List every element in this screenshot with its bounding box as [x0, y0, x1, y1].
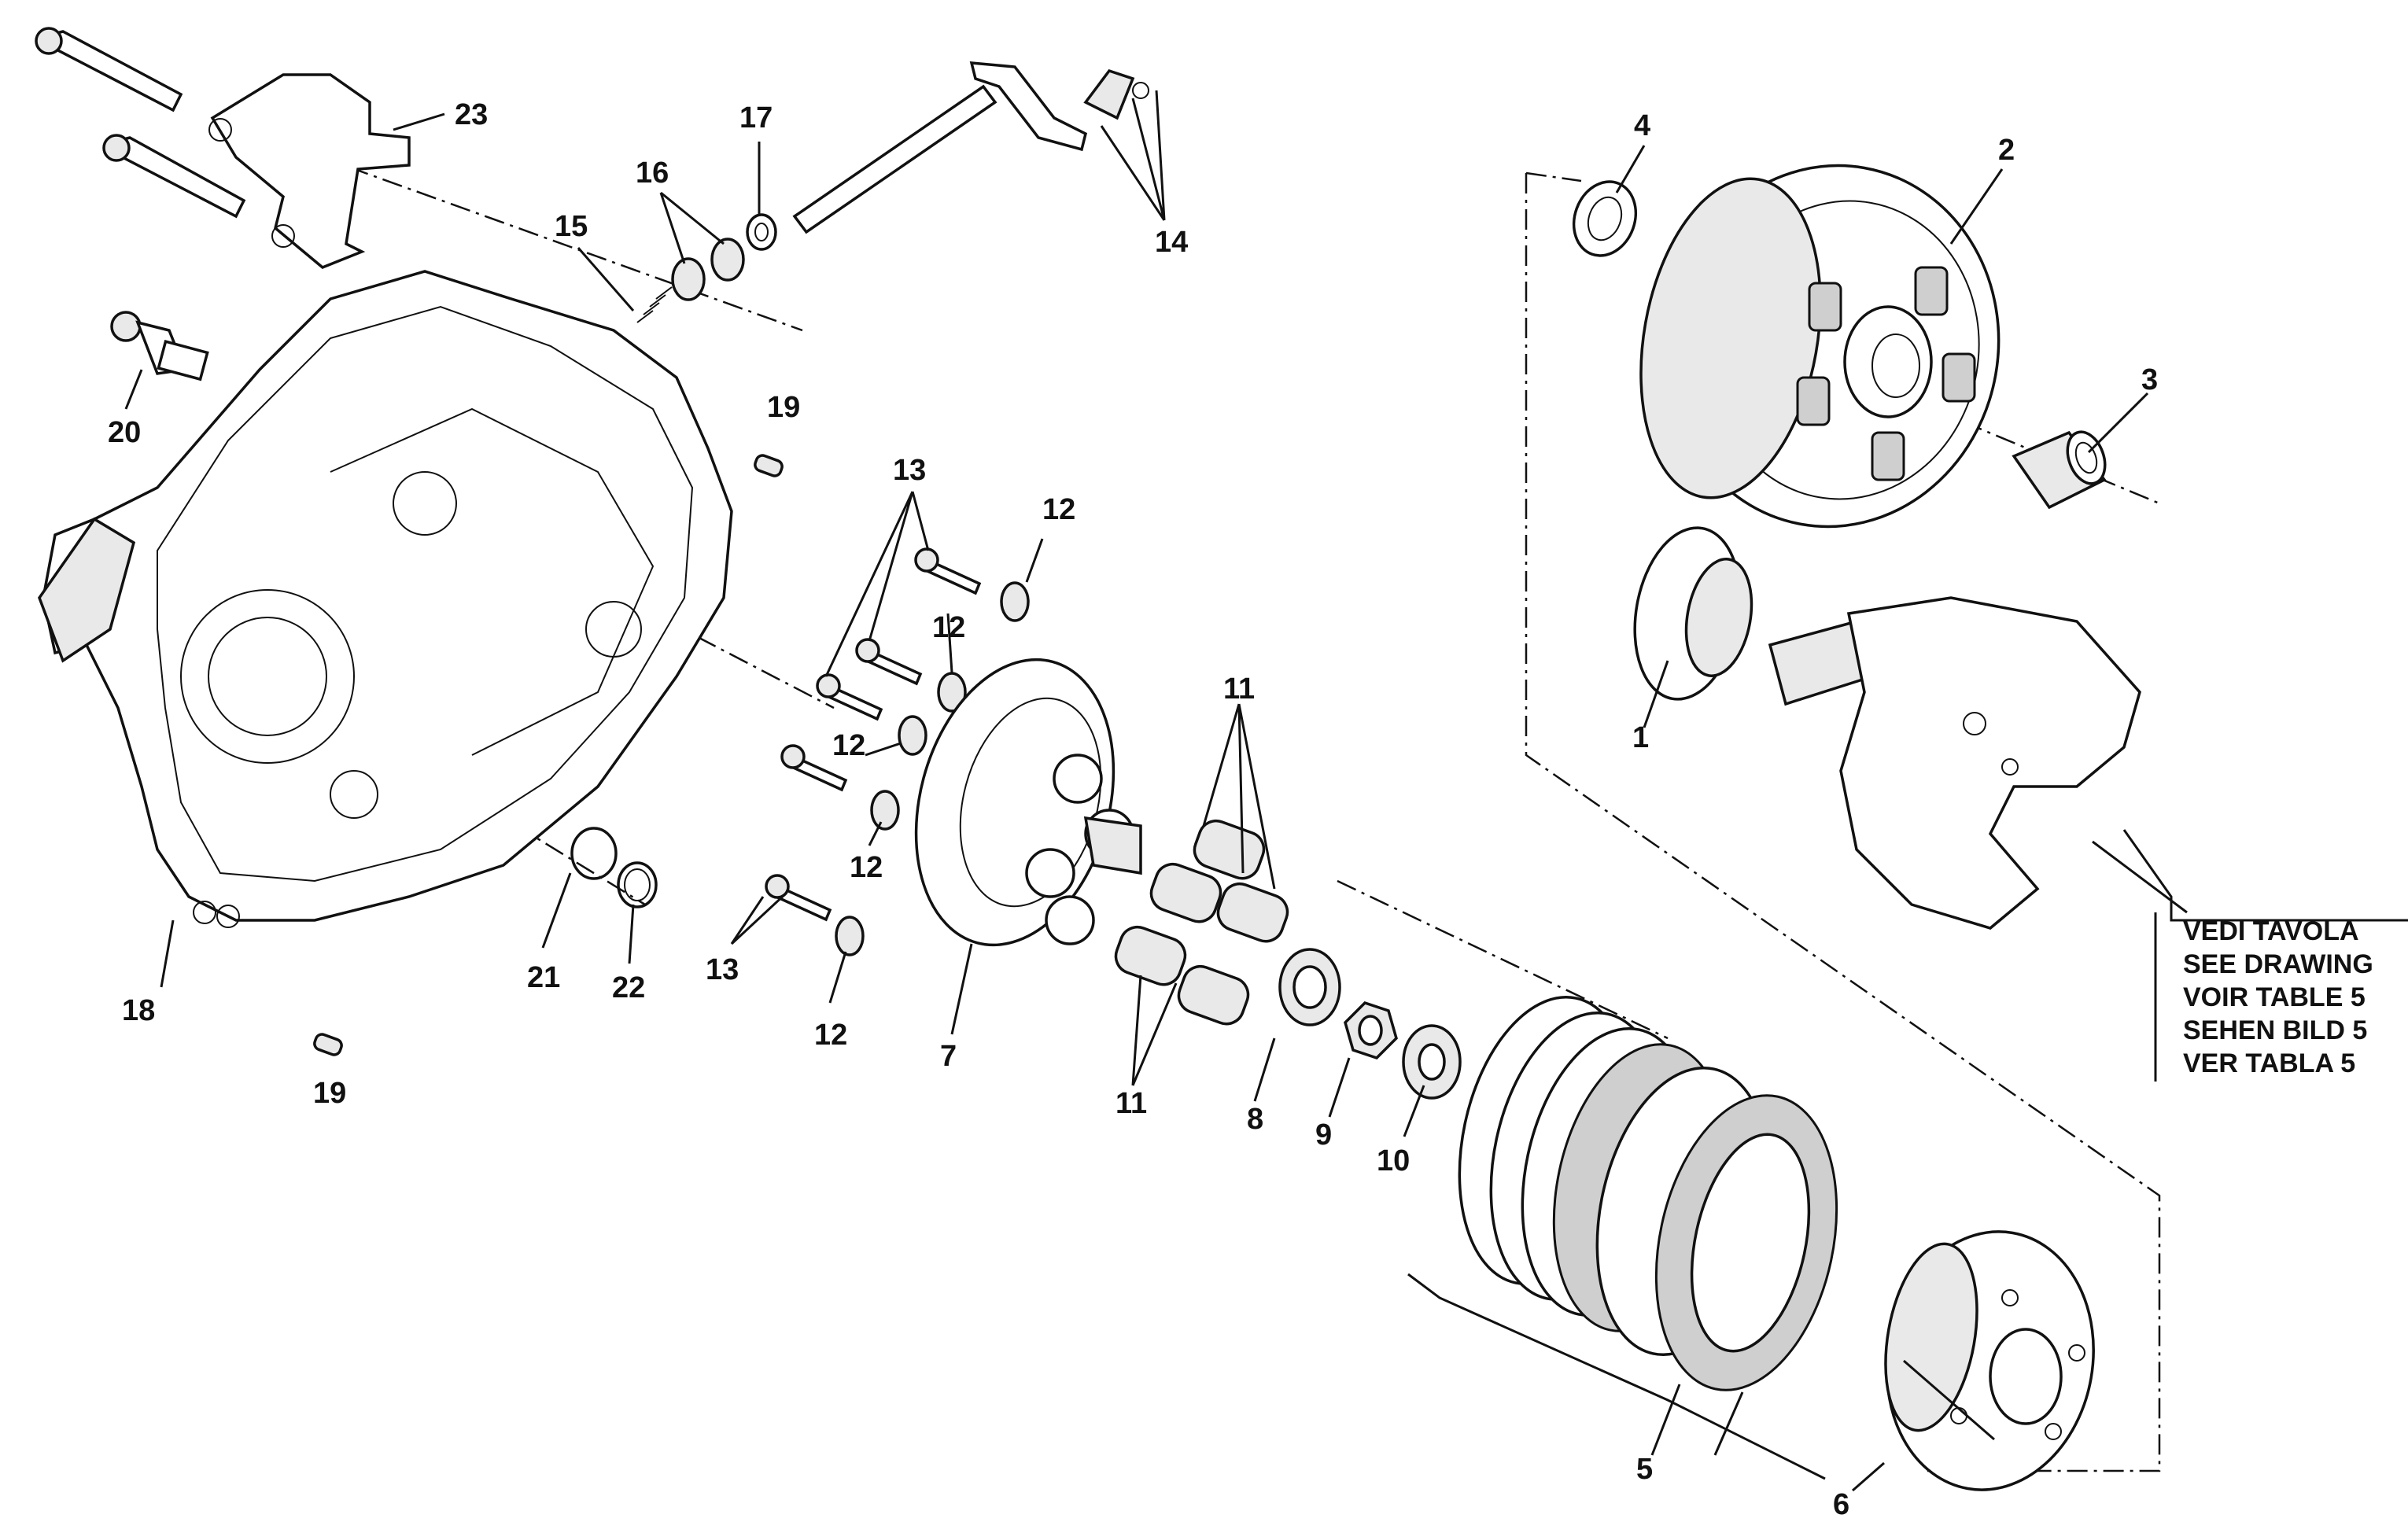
spring-part-15: [636, 286, 673, 323]
callout-22: 22: [612, 971, 645, 1004]
bearing-part-8: [1278, 948, 1341, 1026]
seal-part-17: [746, 213, 777, 251]
callout-10: 10: [1377, 1144, 1410, 1177]
note-line-4: SEHEN BILD 5: [2183, 1015, 2367, 1045]
long-bolts: [35, 27, 246, 219]
callout-12-e: 12: [814, 1019, 847, 1052]
callout-11-upper: 11: [1223, 673, 1255, 706]
clutch-cover-part-18: [38, 270, 733, 928]
callout-12-a: 12: [1042, 493, 1075, 526]
leader-lines: [124, 90, 2149, 1492]
callout-12-c: 12: [832, 729, 865, 762]
note-box: VEDI TAVOLA SEE DRAWING VOIR TABLE 5 SEH…: [2122, 829, 2408, 1082]
note-line-1: VEDI TAVOLA: [2183, 916, 2359, 946]
callout-11-lower: 11: [1115, 1087, 1147, 1120]
callout-1: 1: [1632, 721, 1649, 754]
callout-13-upper: 13: [893, 454, 926, 487]
gear-part-1: [1633, 526, 1753, 701]
callout-8: 8: [1247, 1103, 1263, 1136]
callout-23: 23: [455, 98, 488, 131]
drain-plug-part-20: [110, 311, 209, 381]
thrust-washer-part-4: [1572, 180, 1638, 257]
callout-19-lower: 19: [313, 1077, 346, 1110]
callout-7: 7: [940, 1040, 957, 1073]
callout-16: 16: [636, 157, 669, 190]
callout-18: 18: [122, 994, 155, 1027]
o-ring-part-21: [570, 827, 618, 880]
callout-3: 3: [2141, 363, 2158, 396]
callout-15: 15: [555, 210, 588, 243]
clip-part-14: [1132, 82, 1149, 99]
pressure-plate-part-7: [914, 658, 1142, 947]
callout-5: 5: [1636, 1453, 1653, 1486]
release-shaft: [792, 61, 1135, 234]
callout-12-d: 12: [850, 851, 883, 884]
washer-part-10: [1402, 1024, 1462, 1100]
crankshaft: [1768, 596, 2188, 930]
callout-21: 21: [527, 961, 560, 994]
callout-20: 20: [108, 416, 141, 449]
clutch-housing-part-2: [1639, 164, 2001, 529]
callout-4: 4: [1634, 109, 1650, 142]
callout-13-lower: 13: [706, 953, 739, 986]
callout-6: 6: [1833, 1488, 1849, 1521]
springs-part-11: [1114, 819, 1289, 1026]
note-line-2: SEE DRAWING: [2183, 949, 2373, 979]
callout-12-b: 12: [932, 611, 965, 644]
callouts: 1 2 3 4 5 6 7 8 9 10 11 11 12 12 12 12 1…: [108, 98, 2158, 1521]
bracket-part-23: [208, 73, 411, 270]
callout-19-upper: 19: [767, 391, 800, 424]
callout-9: 9: [1315, 1118, 1332, 1152]
callout-14: 14: [1155, 226, 1188, 259]
note-line-5: VER TABLA 5: [2183, 1048, 2355, 1078]
clutch-plates-part-5: [1407, 995, 1838, 1480]
callout-2: 2: [1998, 134, 2015, 167]
nut-part-9: [1344, 1001, 1398, 1060]
bushings-part-16: [671, 238, 745, 301]
bushing-part-3: [2012, 430, 2107, 510]
washers-part-12: [835, 581, 1030, 956]
note-line-3: VOIR TABLE 5: [2183, 982, 2366, 1012]
circlip-part-22: [617, 861, 658, 908]
dowel-pins-part-19: [313, 454, 784, 1056]
callout-17: 17: [739, 101, 773, 135]
